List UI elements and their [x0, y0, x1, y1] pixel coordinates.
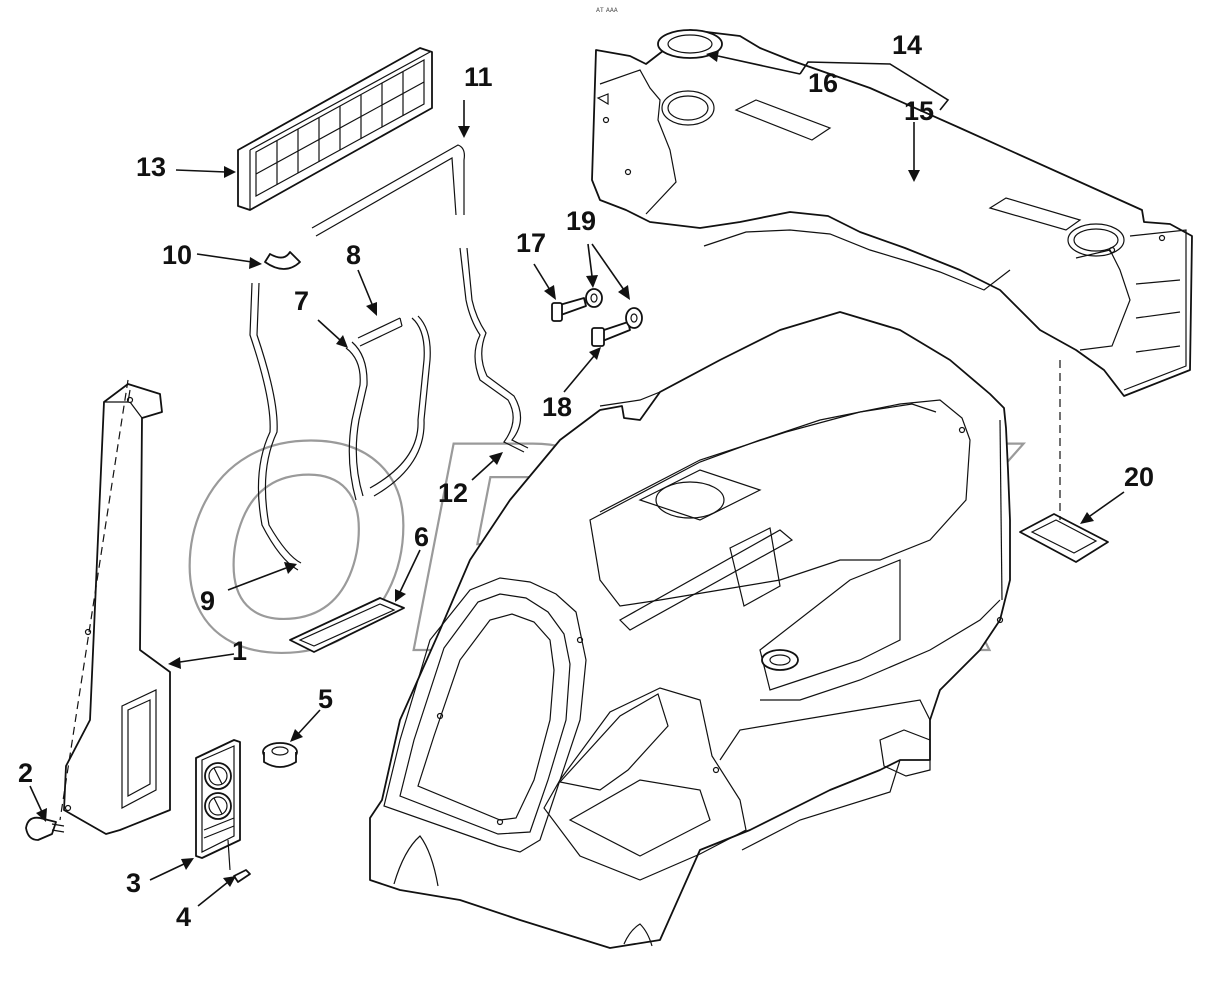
callout-3: 3 — [126, 868, 141, 898]
callout-9: 9 — [200, 586, 215, 616]
cab-shell — [369, 311, 1011, 949]
callout-8: 8 — [346, 240, 361, 270]
callout-16: 16 — [808, 68, 838, 98]
part-11-tube — [311, 144, 465, 237]
callout-7: 7 — [294, 286, 309, 316]
part-16-grommet — [657, 29, 723, 59]
part-12-tube — [459, 247, 529, 453]
part-13-filter — [237, 47, 433, 211]
part-18-bolt — [591, 321, 631, 347]
callout-17: 17 — [516, 228, 546, 258]
callout-13: 13 — [136, 152, 166, 182]
part-3-louver-panel — [195, 739, 241, 859]
part-6-pad — [289, 597, 405, 653]
callout-4: 4 — [176, 902, 191, 932]
callout-1: 1 — [232, 636, 247, 666]
callout-6: 6 — [414, 522, 429, 552]
callout-19: 19 — [566, 206, 596, 236]
part-7-rod — [345, 341, 368, 501]
callout-15: 15 — [904, 96, 934, 126]
callout-20: 20 — [1124, 462, 1154, 492]
callout-2: 2 — [18, 758, 33, 788]
part-4-screw — [227, 839, 251, 883]
callout-labels: 1 2 3 4 5 6 7 8 9 10 11 12 13 14 15 16 1… — [18, 30, 1154, 932]
part-10-elbow — [264, 251, 301, 270]
part-19-washer-a — [585, 288, 603, 308]
alignment-line-1 — [59, 379, 129, 821]
callout-18: 18 — [542, 392, 572, 422]
callout-14: 14 — [892, 30, 922, 60]
callout-12: 12 — [438, 478, 468, 508]
part-19-washer-b — [625, 307, 643, 329]
callout-11: 11 — [464, 62, 493, 92]
top-marker: ᴀᴛ ᴀᴀᴀ — [596, 5, 618, 14]
part-20-seal — [1019, 513, 1109, 563]
callout-10: 10 — [162, 240, 192, 270]
part-2-clip — [25, 816, 65, 841]
part-5-grommet — [262, 742, 298, 768]
leader-lines — [29, 50, 1125, 907]
part-8-rod — [369, 315, 431, 497]
part-17-bolt — [551, 297, 587, 322]
part-9-rod — [249, 282, 302, 571]
part-1-side-panel — [63, 383, 171, 835]
callout-5: 5 — [318, 684, 333, 714]
part-15-frame-panel — [591, 29, 1193, 397]
part-8-tube — [357, 317, 403, 347]
